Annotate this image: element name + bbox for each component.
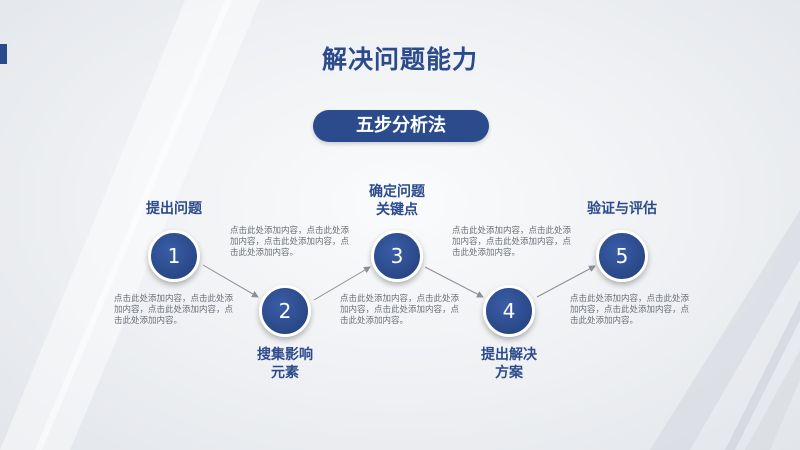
step-1-title: 提出问题 — [146, 201, 202, 217]
step-4-title: 提出解决 方案 — [481, 347, 537, 381]
step-1-circle: 1 — [148, 230, 200, 282]
subtitle-pill: 五步分析法 — [313, 110, 489, 142]
step-5-description: 点击此处添加内容，点击此处添加内容，点击此处添加内容，点击此处添加内容。 — [570, 294, 690, 326]
step-1-description: 点击此处添加内容，点击此处添加内容，点击此处添加内容，点击此处添加内容。 — [114, 294, 234, 326]
step-2-circle: 2 — [259, 285, 311, 337]
step-5-circle: 5 — [596, 230, 648, 282]
step-2-title: 搜集影响 元素 — [257, 347, 313, 381]
step-2-description: 点击此处添加内容，点击此处添加内容，点击此处添加内容，点击此处添加内容。 — [230, 226, 350, 258]
step-5-title: 验证与评估 — [587, 201, 657, 217]
step-3-circle: 3 — [371, 230, 423, 282]
slide-title: 解决问题能力 — [321, 45, 478, 74]
step-4-description: 点击此处添加内容，点击此处添加内容，点击此处添加内容，点击此处添加内容。 — [452, 226, 572, 258]
step-3-description: 点击此处添加内容，点击此处添加内容，点击此处添加内容，点击此处添加内容。 — [340, 294, 460, 326]
step-4-circle: 4 — [483, 285, 535, 337]
step-3-title: 确定问题 关键点 — [369, 184, 425, 218]
accent-bar — [0, 44, 7, 64]
